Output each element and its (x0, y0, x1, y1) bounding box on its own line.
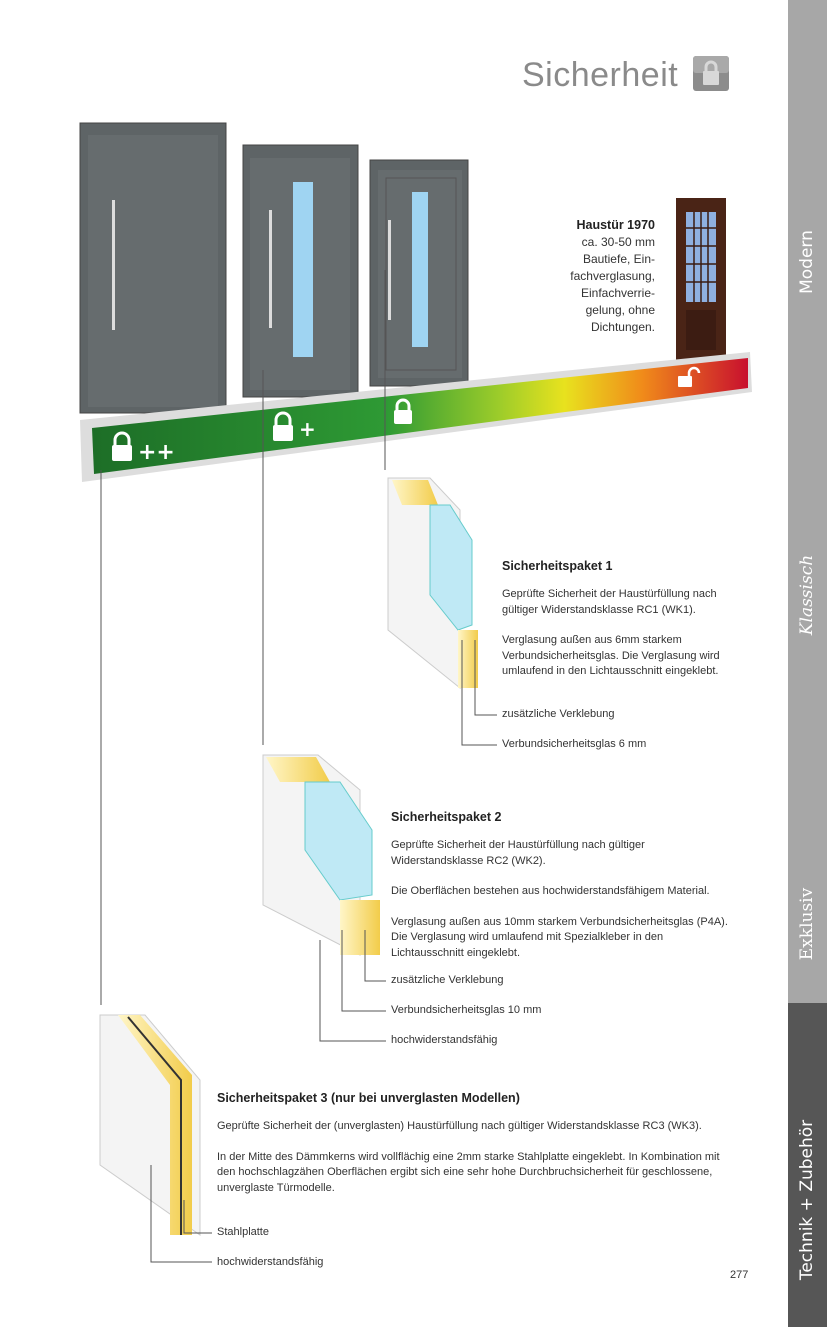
scale-label-plus: + (299, 417, 316, 441)
unlocked-icon (678, 366, 701, 387)
lock-icon (394, 398, 412, 424)
paragraph: Geprüfte Sicherheit der Haustürfüllung n… (391, 839, 645, 867)
label-hochwiderstandsfaehig: hochwiderstandsfähig (217, 1256, 324, 1268)
leader-lines (100, 270, 497, 1263)
sidebar (788, 0, 827, 1003)
sidebar-item-modern[interactable]: Modern (797, 230, 817, 294)
paket-3-text: Sicherheitspaket 3 (nur bei unverglasten… (217, 1091, 727, 1211)
old-door-caption: Haustür 1970 ca. 30-50 mm Bautiefe, Ein-… (540, 217, 655, 336)
lock-icon (112, 431, 132, 461)
paket-3-title: Sicherheitspaket 3 (nur bei unverglasten… (217, 1091, 520, 1105)
caption-line: Dichtungen. (590, 320, 655, 334)
paket-1-text: Sicherheitspaket 1 Geprüfte Sicherheit d… (502, 559, 727, 695)
label-verklebung: zusätzliche Verklebung (502, 708, 615, 720)
paket-2-text: Sicherheitspaket 2 Geprüfte Sicherheit d… (391, 810, 731, 976)
sidebar-item-exklusiv[interactable]: Exklusiv (797, 887, 817, 961)
cross-section-2 (262, 754, 380, 956)
paragraph: Geprüfte Sicherheit der Haustürfüllung n… (502, 588, 717, 616)
sidebar-item-klassisch[interactable]: Klassisch (797, 554, 817, 636)
label-glas-6mm: Verbundsicherheitsglas 6 mm (502, 738, 647, 750)
label-stahlplatte: Stahlplatte (217, 1226, 269, 1238)
caption-line: fachverglasung, (570, 269, 655, 283)
page-title: Sicherheit (522, 56, 679, 94)
door-1 (79, 122, 227, 414)
caption-line: Einfachverrie- (580, 286, 655, 300)
door-3 (369, 159, 469, 387)
title-lock-icon (693, 56, 729, 91)
label-glas-10mm: Verbundsicherheitsglas 10 mm (391, 1004, 542, 1016)
sidebar-item-technik-zubehoer[interactable]: Technik + Zubehör (797, 1119, 817, 1281)
door-1970 (676, 198, 726, 360)
paragraph: Verglasung außen aus 10mm starkem Verbun… (391, 915, 728, 959)
security-scale-bar: ++ + (80, 352, 752, 482)
caption-line: ca. 30-50 mm (581, 235, 655, 249)
cross-section-1 (387, 477, 478, 690)
old-door-title: Haustür 1970 (576, 218, 655, 232)
paket-1-title: Sicherheitspaket 1 (502, 559, 613, 573)
label-verklebung: zusätzliche Verklebung (391, 974, 504, 986)
door-2 (242, 144, 359, 398)
label-hochwiderstandsfaehig: hochwiderstandsfähig (391, 1034, 498, 1046)
page-number: 277 (730, 1269, 749, 1281)
paragraph: Verglasung außen aus 6mm starkem Verbund… (502, 634, 720, 677)
paragraph: Geprüfte Sicherheit der (unverglasten) H… (217, 1120, 702, 1132)
paket-2-title: Sicherheitspaket 2 (391, 810, 502, 824)
lock-icon (273, 411, 293, 441)
scale-label-plus-plus: ++ (138, 440, 175, 465)
caption-line: Bautiefe, Ein- (582, 252, 655, 266)
caption-line: gelung, ohne (585, 303, 655, 317)
paragraph: In der Mitte des Dämmkerns wird vollfläc… (217, 1150, 720, 1194)
cross-section-3 (99, 1014, 201, 1236)
sidebar-active-section (788, 1003, 827, 1327)
paragraph: Die Oberflächen bestehen aus hochwiderst… (391, 885, 710, 897)
